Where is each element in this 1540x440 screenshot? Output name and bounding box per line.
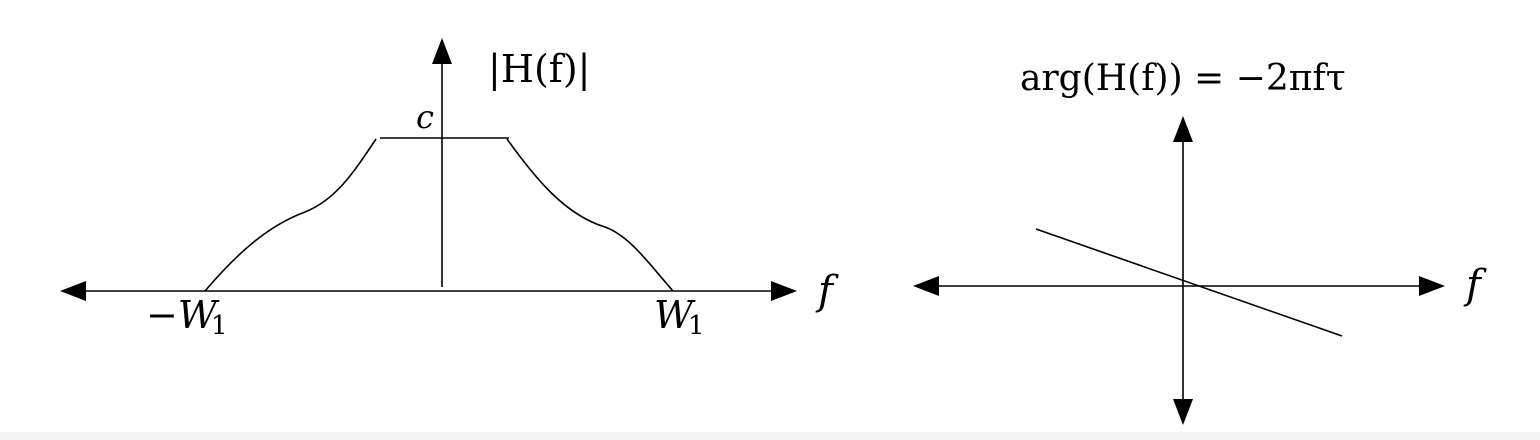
left-cutoff-label: −W 1: [146, 293, 228, 341]
phase-title: arg(H(f)) = −2πfτ: [1020, 58, 1346, 99]
right-cutoff-subscript: 1: [688, 311, 705, 341]
phase-y-axis-up-arrow: [1173, 116, 1193, 142]
left-cutoff-text: −W: [146, 293, 220, 337]
magnitude-x-axis-label: f: [815, 268, 839, 314]
phase-x-axis-right-arrow: [1419, 276, 1445, 296]
phase-line: [1035, 228, 1343, 337]
magnitude-title: |H(f)|: [488, 47, 590, 91]
bottom-strip: [0, 432, 1540, 440]
magnitude-y-axis-up-arrow: [432, 38, 452, 64]
phase-plot: arg(H(f)) = −2πfτ f: [913, 58, 1487, 425]
level-c-label: c: [416, 98, 434, 136]
phase-y-axis-down-arrow: [1173, 399, 1193, 425]
magnitude-curve: [204, 137, 674, 292]
right-cutoff-text: W: [654, 293, 696, 337]
phase-x-axis-left-arrow: [913, 276, 939, 296]
left-cutoff-subscript: 1: [211, 311, 228, 341]
magnitude-x-axis-left-arrow: [60, 281, 86, 301]
phase-x-axis-label: f: [1463, 262, 1487, 308]
magnitude-plot: |H(f)| c f −W 1 W 1: [60, 38, 839, 341]
right-cutoff-label: W 1: [654, 293, 705, 341]
magnitude-x-axis-right-arrow: [771, 281, 797, 301]
